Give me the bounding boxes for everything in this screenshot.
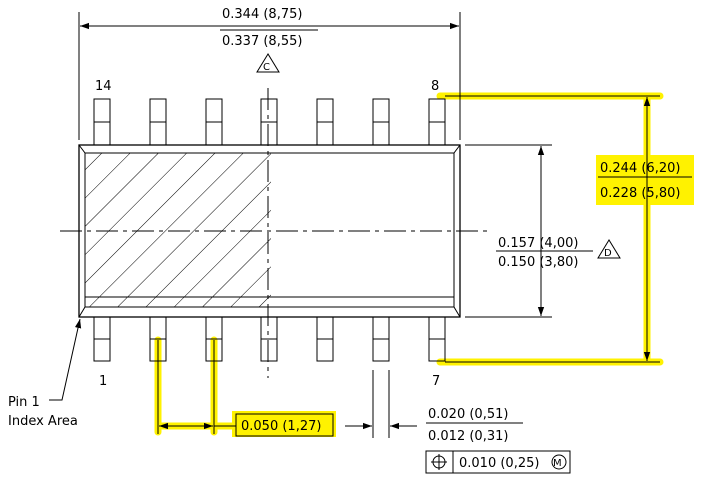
pin1-note-line2: Index Area	[8, 414, 78, 429]
pitch-dimension: 0.050 (1,27)	[157, 340, 334, 437]
position-tolerance-frame: 0.010 (0,25) M	[425, 450, 571, 474]
pin-label-14: 14	[95, 79, 112, 94]
pin1-note-line1: Pin 1	[8, 395, 40, 410]
total-width-max: 0.244 (6,20)	[600, 161, 680, 176]
lead-width-min: 0.012 (0,31)	[428, 429, 508, 444]
datum-d-triangle	[597, 239, 621, 259]
mmc-modifier-label: M	[553, 458, 562, 469]
hatched-section	[85, 153, 271, 307]
lead	[93, 316, 111, 362]
position-tolerance-value: 0.010 (0,25)	[459, 456, 539, 471]
pin-label-1: 1	[99, 374, 107, 389]
total-width-dimension: 0.244 (6,20) 0.228 (5,80)	[445, 95, 692, 363]
leads-bottom	[93, 316, 446, 362]
datum-c-triangle	[256, 53, 280, 73]
lead	[372, 98, 390, 146]
highlight-pitch-text	[232, 411, 336, 437]
lead-width-dimension: 0.020 (0,51) 0.012 (0,31)	[345, 370, 523, 444]
mmc-modifier-circle	[551, 454, 567, 470]
overall-length-min: 0.337 (8,55)	[222, 34, 302, 49]
overall-length-max: 0.344 (8,75)	[222, 7, 302, 22]
pitch-box	[235, 413, 334, 437]
body-width-max: 0.157 (4,00)	[498, 236, 578, 251]
lead-width-max: 0.020 (0,51)	[428, 407, 508, 422]
pin-label-8: 8	[431, 79, 439, 94]
body-width-dimension: 0.157 (4,00) 0.150 (3,80) D	[465, 144, 621, 318]
datum-c-label: C	[263, 62, 270, 73]
leads-top	[93, 98, 446, 146]
package-body	[60, 88, 490, 378]
lead	[260, 316, 278, 362]
lead	[149, 98, 167, 146]
lead	[428, 316, 446, 362]
lead	[260, 98, 278, 146]
body-width-min: 0.150 (3,80)	[498, 255, 578, 270]
lead	[316, 98, 334, 146]
overall-length-dimension: 0.344 (8,75) 0.337 (8,55) C	[78, 7, 461, 140]
lead	[93, 98, 111, 146]
lead	[372, 316, 390, 362]
body-inner-outline	[84, 152, 455, 308]
pin1-index-note: Pin 1 Index Area	[8, 318, 82, 429]
lead	[428, 98, 446, 146]
datum-d-label: D	[604, 248, 612, 259]
pin1-leader	[49, 318, 82, 401]
pin-label-7: 7	[432, 374, 440, 389]
lead	[205, 98, 223, 146]
lead	[316, 316, 334, 362]
total-width-min: 0.228 (5,80)	[600, 186, 680, 201]
pitch-value: 0.050 (1,27)	[241, 419, 321, 434]
